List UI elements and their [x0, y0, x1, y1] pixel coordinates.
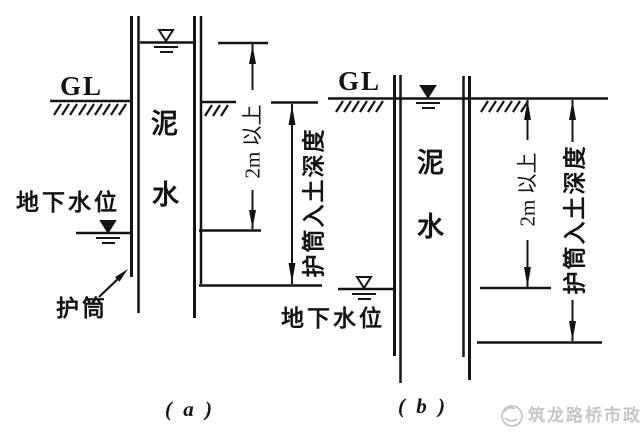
watermark-brand-text: 筑龙路桥市政 — [528, 406, 640, 425]
casing-b — [393, 75, 471, 383]
zhulong-bird-logo-icon — [501, 405, 523, 427]
slurry-label-b-char2: 水 — [417, 212, 444, 242]
dim-label-head-min-a: 2m 以上 — [240, 104, 265, 179]
dim-head-min-a — [199, 41, 268, 232]
dim-label-penetration-b: 护筒入土深度 — [562, 144, 588, 295]
groundwater-label-a: 地下水位 — [16, 190, 120, 215]
casing-pointer-arrow-a — [98, 269, 128, 298]
dim-penetration-a — [199, 101, 322, 287]
casing-label-a: 护筒 — [56, 296, 108, 321]
slurry-label-a-char1: 泥 — [151, 109, 178, 139]
ground-surface-a — [50, 99, 236, 118]
dim-head-min-b — [480, 100, 551, 290]
ground-level-label-a: GL — [60, 71, 104, 101]
slurry-level-icon-b — [415, 85, 441, 109]
groundwater-label-b: 地下水位 — [281, 306, 385, 331]
dim-label-penetration-a: 护筒入土深度 — [301, 127, 327, 278]
slurry-level-icon-a — [140, 29, 193, 53]
casing-a — [130, 16, 203, 318]
slurry-label-a-char2: 水 — [152, 180, 179, 210]
groundwater-level-icon-a — [76, 220, 131, 244]
groundwater-level-icon-b — [338, 276, 393, 300]
dim-penetration-b — [477, 100, 602, 344]
caption-a: ( a ) — [165, 397, 215, 421]
ground-surface-b — [328, 97, 608, 114]
ground-level-label-b: GL — [338, 66, 382, 96]
slurry-label-b-char1: 泥 — [417, 148, 444, 178]
caption-b: ( b ) — [398, 394, 448, 418]
dim-label-head-min-b: 2m 以上 — [515, 152, 540, 227]
